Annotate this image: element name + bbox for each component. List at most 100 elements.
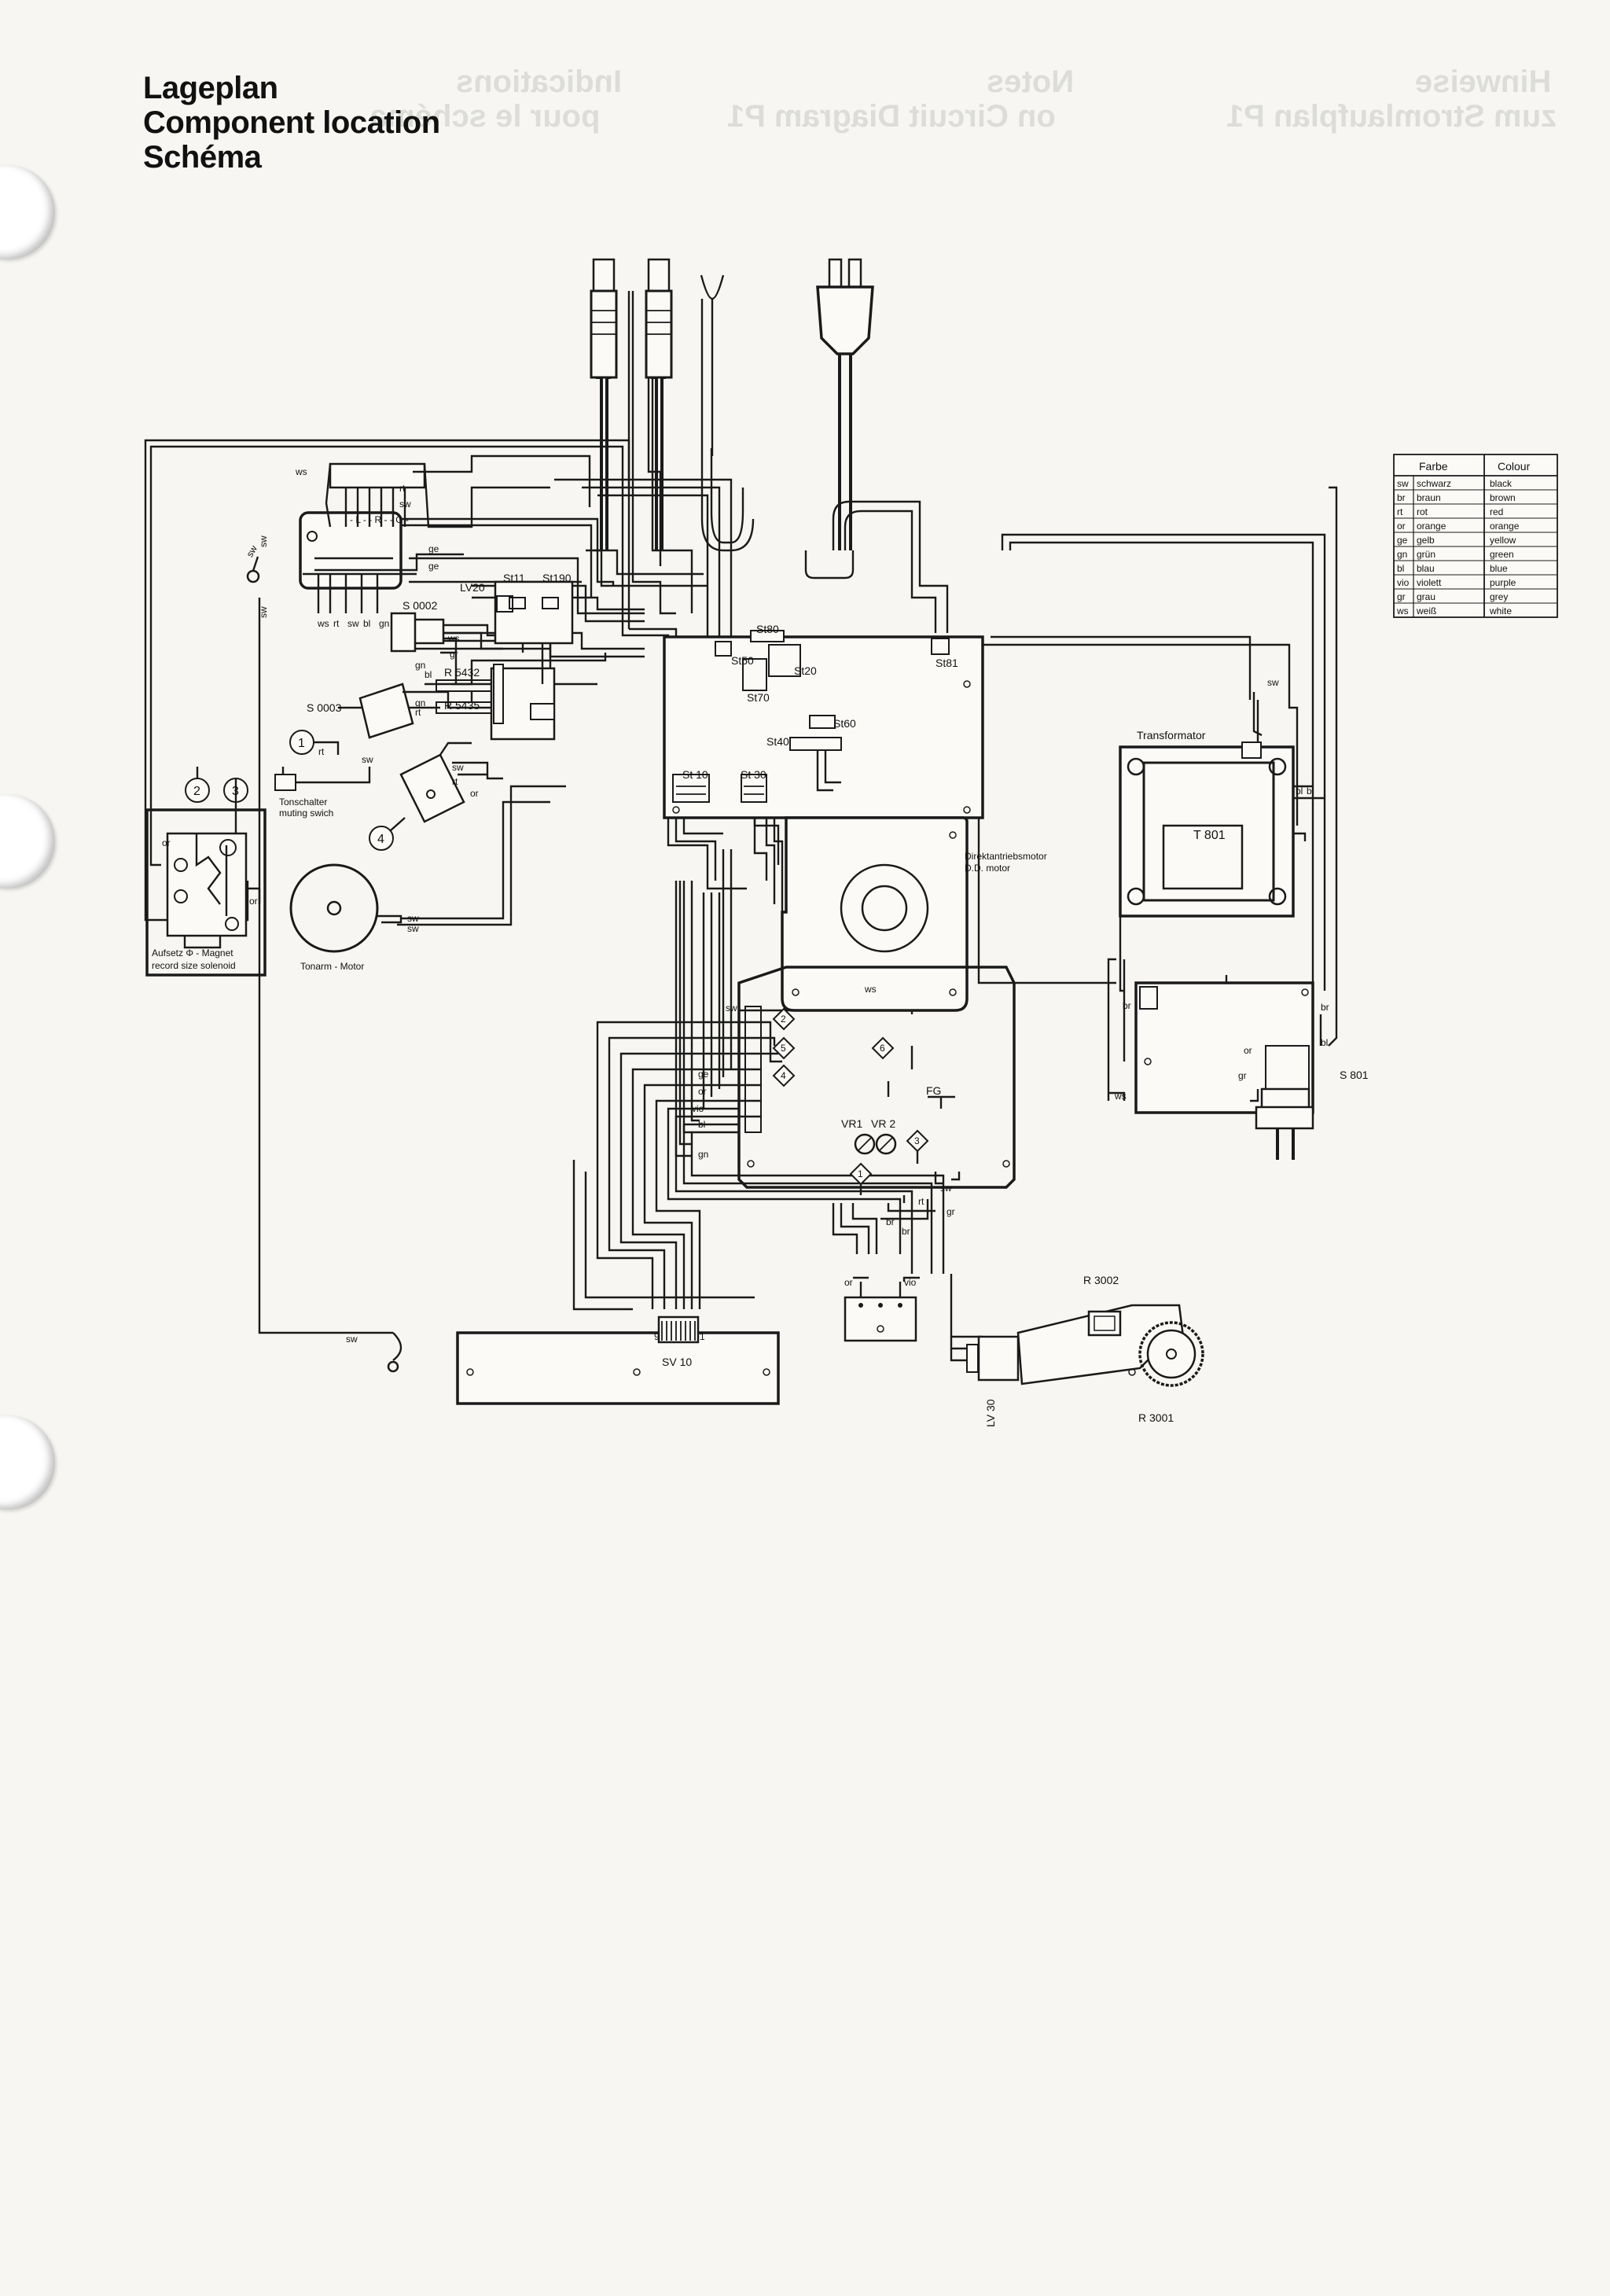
label-vr2: VR 2 [871,1117,895,1130]
wire-label: gn [415,660,425,671]
label-tonschalter-en: muting swich [279,808,333,819]
wire-label: vio [904,1277,917,1288]
label-st20: St20 [794,664,817,677]
wire-label: ws [295,466,307,477]
label-transformer: Transformator [1137,729,1206,741]
legend-german: grün [1417,549,1435,560]
callout-4: 4 [781,1070,786,1081]
wire-label: rt [399,483,406,494]
legend-english: red [1490,506,1503,517]
label-s0002: S 0002 [402,599,438,612]
legend-german: gelb [1417,535,1435,546]
wire-label: sw [346,1334,358,1345]
page-title: Schéma [143,140,262,175]
legend-english: green [1490,549,1514,560]
legend-german: blau [1417,563,1435,574]
wire-label: sw [244,543,259,559]
legend-code: vio [1397,577,1410,588]
label-st190: St190 [542,572,572,584]
label-dd-motor-de: Direktantriebsmotor [965,851,1047,862]
wire-label: bl [1307,786,1314,797]
wire-label: gn [379,618,389,629]
legend-code: sw [1397,478,1409,489]
label-r3001: R 3001 [1138,1411,1174,1424]
legend-header-colour: Colour [1498,460,1531,473]
legend-german: rot [1417,506,1428,517]
muting-switch-assembly: - L - - R - - G - [299,454,591,613]
legend-code: ge [1397,535,1408,546]
legend-code: ws [1396,605,1409,616]
legend-code: rt [1397,506,1403,517]
wire-label: ge [428,561,439,572]
wire-label: ws [1114,1091,1127,1102]
label-vr1: VR1 [841,1117,862,1130]
legend-english: black [1490,478,1513,489]
audio-and-power-cables [586,258,874,587]
lv30-potentiometer-assembly [966,1304,1204,1387]
label-tonarm-motor: Tonarm - Motor [300,961,364,972]
wire-label: or [844,1277,853,1288]
wire-label: br [886,1216,895,1227]
wire-label: rt [318,746,325,757]
legend-german: orange [1417,521,1446,532]
wire-label: rt [415,707,421,718]
callout-2: 2 [781,1014,786,1025]
label-st50: St50 [731,654,754,667]
callout-4: 4 [377,833,384,846]
tonearm-solenoid [145,808,266,977]
label-sv10: SV 10 [662,1356,692,1368]
label-fg: FG [926,1084,941,1097]
callout-3: 3 [914,1135,920,1146]
legend-english: white [1489,605,1512,616]
callout-3: 3 [232,785,239,798]
legend-header-farbe: Farbe [1419,460,1448,473]
wire-label: gn [415,697,425,708]
label-lv20: LV20 [460,581,485,594]
legend-german: grau [1417,591,1435,602]
label-s801: S 801 [1340,1069,1369,1081]
label-r5435: R 5435 [444,699,480,712]
ground-terminals [246,556,399,1373]
wire-label: bl [1321,1037,1328,1048]
wire-label: bl [698,1119,705,1130]
wire-label: bl [425,669,432,680]
wire-label: sw [1267,677,1279,688]
callout-1: 1 [298,737,305,750]
label-st10: St 10 [682,768,708,781]
wire-label: rt [452,776,458,787]
legend-english: brown [1490,492,1516,503]
legend-code: gn [1397,549,1407,560]
callout-6: 6 [880,1043,885,1054]
wire-label: ws [447,633,460,644]
label-st40: St40 [766,735,789,748]
wire-label: sw [407,913,419,924]
wire-label: ws [317,618,329,629]
label-r3002: R 3002 [1083,1274,1119,1286]
label-solenoid-de: Aufsetz Φ - Magnet [152,947,233,959]
wire-color-labels: ws rt sw ge ge ws rt sw bl gn sw sw sw w… [162,466,1329,1345]
callout-markers [185,730,929,1195]
legend-english: blue [1490,563,1508,574]
control-board [663,630,984,819]
label-st11: St11 [503,572,525,584]
wire-label: or [470,788,479,799]
wire-label: br [902,1226,910,1237]
callout-5: 5 [781,1043,786,1054]
legend-code: or [1397,521,1406,532]
switch-s0002 [390,612,597,686]
legend-code: gr [1397,591,1406,602]
legend-german: weiß [1416,605,1436,616]
label-dd-motor-en: D.D. motor [965,863,1010,874]
label-s0003: S 0003 [307,701,342,714]
legend-code: bl [1397,563,1404,574]
wire-label: vio [692,1103,704,1114]
legend-german: braun [1417,492,1441,503]
wire-label: br [1321,1002,1329,1013]
wire-label: sw [362,754,373,765]
wire-label: bl [1296,786,1303,797]
label-lv30: LV 30 [984,1399,997,1427]
wire-label: sw [347,618,359,629]
label-tonschalter-de: Tonschalter [279,797,327,808]
